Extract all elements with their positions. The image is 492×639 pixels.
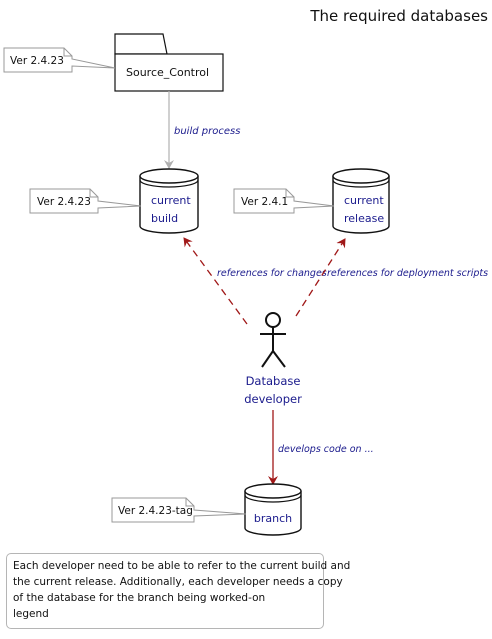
edge-build-process: build process: [164, 91, 240, 169]
database-branch: branch: [244, 483, 302, 536]
database-branch-label: branch: [254, 512, 292, 525]
database-current-build-line1: current: [151, 194, 191, 207]
legend-line-3: of the database for the branch being wor…: [13, 592, 266, 604]
edge-develops-code: develops code on ...: [268, 410, 374, 485]
note-package-version: Ver 2.4.23: [3, 47, 116, 73]
database-current-release-line1: current: [344, 194, 384, 207]
edge-develops-code-label: develops code on ...: [278, 444, 374, 455]
stick-figure-icon: [260, 312, 286, 368]
edge-references-deployment: references for deployment scripts: [295, 238, 488, 317]
edge-references-changes-label: references for changes: [217, 268, 327, 279]
actor-database-developer: Database developer: [244, 312, 302, 406]
note-branch-version: Ver 2.4.23-tag: [111, 497, 247, 523]
note-current-build-version: Ver 2.4.23: [29, 188, 142, 214]
note-current-release-version: Ver 2.4.1: [233, 188, 335, 214]
legend-line-2: the current release. Additionally, each …: [13, 576, 343, 588]
database-current-build: current build: [139, 168, 199, 234]
note-branch-text: Ver 2.4.23-tag: [118, 505, 193, 517]
database-current-release-line2: release: [344, 212, 384, 225]
note-package-text: Ver 2.4.23: [10, 55, 64, 67]
database-current-release: current release: [332, 168, 390, 234]
diagram-title: The required databases: [309, 7, 488, 25]
legend-box: Each developer need to be able to refer …: [6, 553, 351, 629]
package-source-control: Source_Control: [114, 33, 224, 92]
database-current-build-line2: build: [151, 212, 178, 225]
edge-references-changes: references for changes: [183, 237, 327, 325]
edge-references-deployment-label: references for deployment scripts: [327, 268, 488, 279]
note-current-release-text: Ver 2.4.1: [241, 196, 288, 208]
actor-label-line2: developer: [244, 392, 302, 406]
actor-label-line1: Database: [246, 374, 301, 388]
note-current-build-text: Ver 2.4.23: [37, 196, 91, 208]
legend-label: legend: [13, 608, 49, 620]
package-label: Source_Control: [126, 66, 209, 79]
legend-line-1: Each developer need to be able to refer …: [13, 560, 351, 572]
edge-build-process-label: build process: [174, 126, 240, 137]
